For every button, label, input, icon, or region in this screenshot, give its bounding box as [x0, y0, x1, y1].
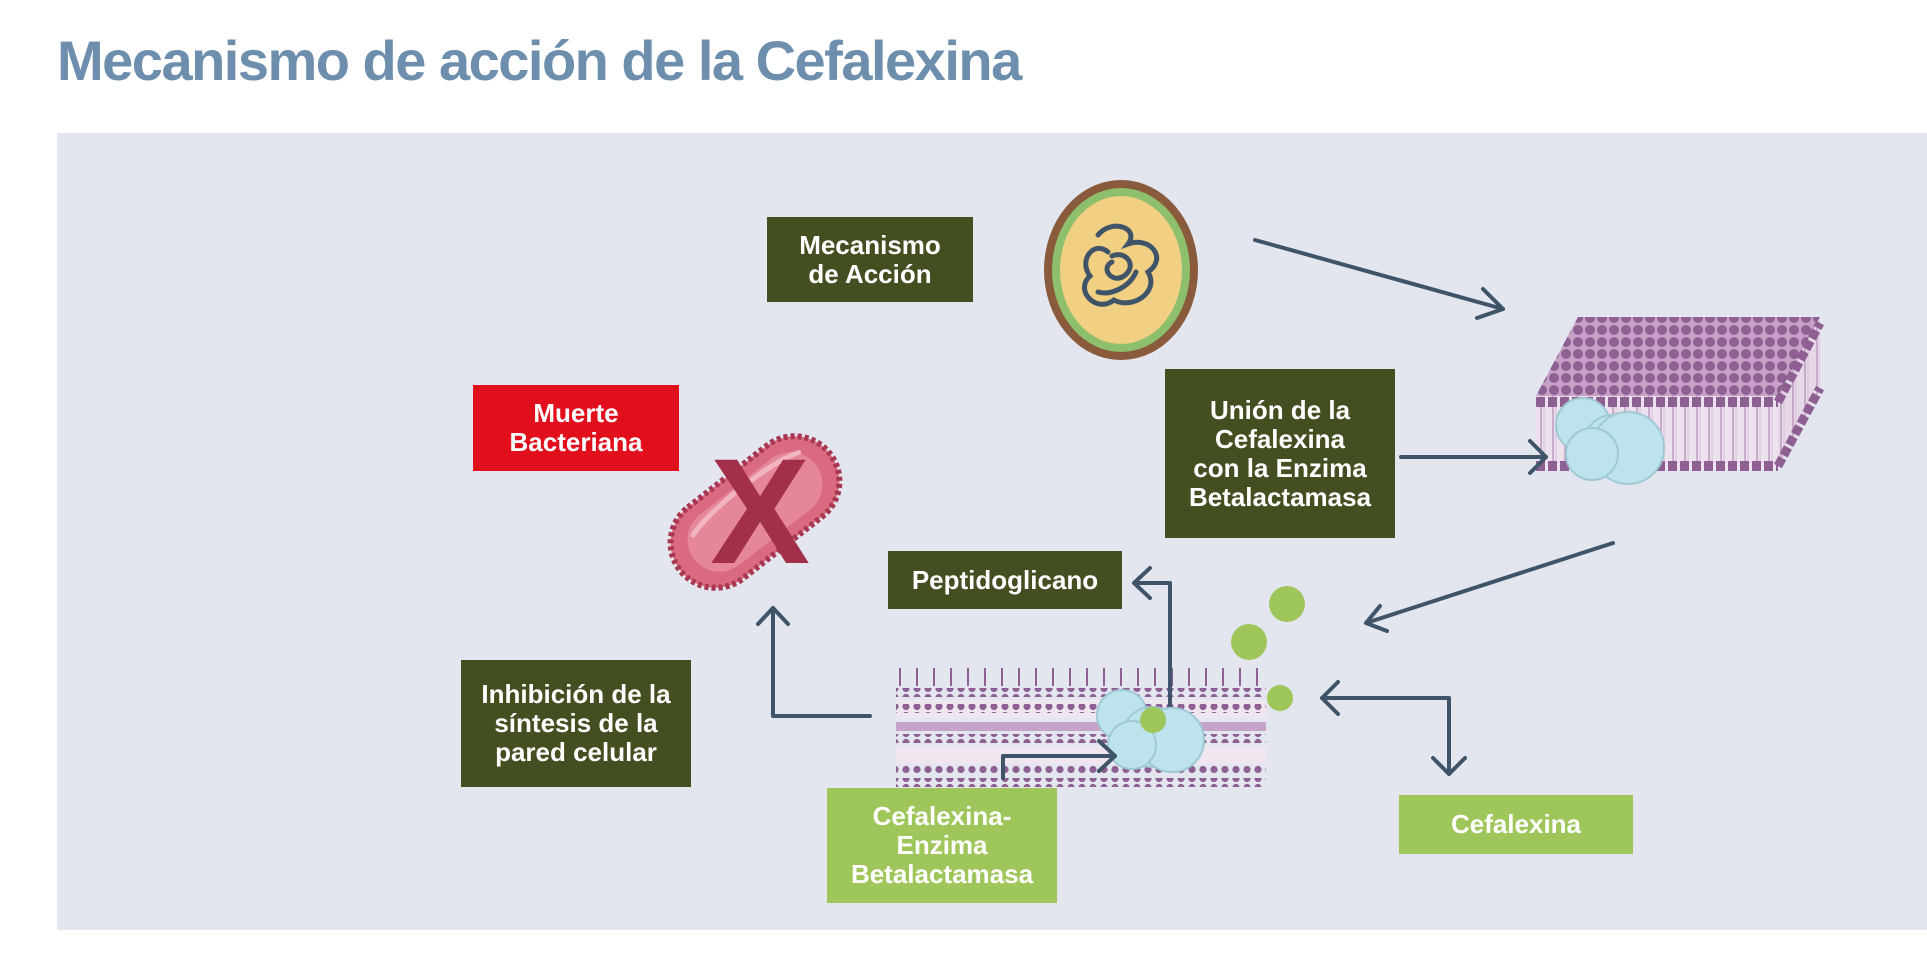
peptidoglicano-label: Peptidoglicano	[888, 551, 1122, 609]
bacterial-cell-icon	[1044, 180, 1198, 360]
union-enzima-label: Unión de la Cefalexina con la Enzima Bet…	[1165, 369, 1395, 538]
arrow-to-peptidoglicano	[1132, 566, 1172, 707]
page-title: Mecanismo de acción de la Cefalexina	[57, 29, 1022, 92]
cefalexina-enzima-label: Cefalexina- Enzima Betalactamasa	[827, 788, 1057, 903]
dead-bacterium-icon: X	[667, 427, 843, 595]
inhibicion-sintesis-label: Inhibición de la síntesis de la pared ce…	[461, 660, 691, 787]
arrow-membrane-to-complex	[1364, 541, 1615, 633]
arrow-inhibition-to-death	[756, 606, 872, 718]
arrow-cefalexina-exchange	[1320, 680, 1467, 776]
arrow-cell-to-membrane	[1253, 238, 1505, 320]
muerte-bacteriana-label: Muerte Bacteriana	[473, 385, 679, 471]
arrow-complex-into-strip	[1001, 739, 1117, 780]
membrane-enzyme-icon	[1536, 317, 1824, 485]
arrow-union-to-membrane	[1399, 439, 1548, 475]
mecanismo-de-accion-label: Mecanismo de Acción	[767, 217, 973, 302]
cell-wall-complex-icon	[896, 668, 1266, 787]
death-x-mark: X	[710, 427, 810, 595]
arrows	[756, 238, 1615, 780]
cefalexina-molecules-icon	[1231, 586, 1305, 711]
cefalexina-label: Cefalexina	[1399, 795, 1633, 854]
